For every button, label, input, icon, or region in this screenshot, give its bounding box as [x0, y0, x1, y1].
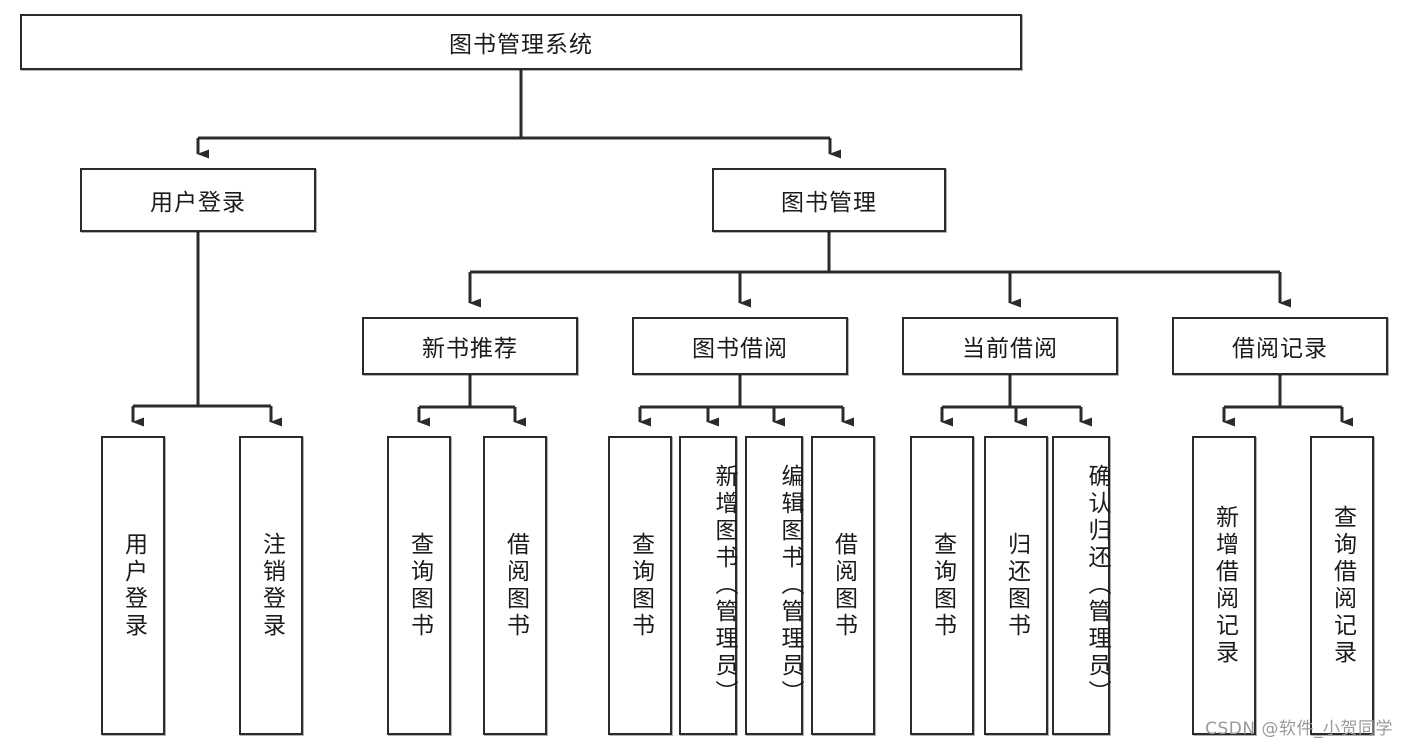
node-leaf-add-record-label: 新增借阅记录 — [1211, 504, 1238, 667]
node-leaf-query-record-label: 查询借阅记录 — [1329, 504, 1356, 667]
node-current-borrow[interactable]: 当前借阅 — [902, 317, 1118, 375]
node-borrow-record[interactable]: 借阅记录 — [1172, 317, 1388, 375]
node-leaf-edit-book-label: 编辑图书（管理员） — [777, 464, 803, 707]
node-book-borrow-label: 图书借阅 — [692, 336, 788, 362]
node-leaf-query-book-2[interactable]: 查询图书 — [608, 436, 672, 735]
node-book-management[interactable]: 图书管理 — [712, 168, 946, 232]
edge-group-new-book-recommend — [417, 375, 526, 427]
node-user-login-label: 用户登录 — [150, 190, 246, 216]
node-user-login[interactable]: 用户登录 — [80, 168, 316, 232]
node-leaf-query-book-3-label: 查询图书 — [929, 531, 956, 640]
edge-group-book-management — [468, 232, 1291, 308]
node-current-borrow-label: 当前借阅 — [962, 336, 1058, 362]
node-leaf-user-login-label: 用户登录 — [120, 531, 147, 640]
node-new-book-recommend[interactable]: 新书推荐 — [362, 317, 578, 375]
edge-group-root — [196, 70, 841, 159]
node-leaf-query-record[interactable]: 查询借阅记录 — [1310, 436, 1374, 735]
node-leaf-add-record[interactable]: 新增借阅记录 — [1192, 436, 1256, 735]
node-borrow-record-label: 借阅记录 — [1232, 336, 1328, 362]
node-leaf-confirm-return-label: 确认归还（管理员） — [1084, 464, 1110, 707]
node-leaf-borrow-book-2-label: 借阅图书 — [830, 531, 857, 640]
node-leaf-borrow-book-1[interactable]: 借阅图书 — [483, 436, 547, 735]
node-leaf-user-login[interactable]: 用户登录 — [101, 436, 165, 735]
node-leaf-edit-book[interactable]: 编辑图书（管理员） — [745, 436, 803, 735]
node-root-system-label: 图书管理系统 — [449, 32, 593, 58]
node-leaf-query-book-3[interactable]: 查询图书 — [910, 436, 974, 735]
edge-group-user-login — [131, 232, 282, 427]
node-leaf-add-book[interactable]: 新增图书（管理员） — [679, 436, 737, 735]
node-root-system[interactable]: 图书管理系统 — [20, 14, 1022, 70]
node-book-borrow[interactable]: 图书借阅 — [632, 317, 848, 375]
csdn-watermark: CSDN @软件_小贺同学 — [1205, 719, 1393, 739]
node-leaf-add-book-label: 新增图书（管理员） — [711, 464, 737, 707]
edge-group-book-borrow — [638, 375, 854, 427]
node-leaf-confirm-return[interactable]: 确认归还（管理员） — [1052, 436, 1110, 735]
node-leaf-logout-label: 注销登录 — [258, 531, 285, 640]
node-book-management-label: 图书管理 — [781, 190, 877, 216]
node-leaf-query-book-1[interactable]: 查询图书 — [387, 436, 451, 735]
node-leaf-borrow-book-2[interactable]: 借阅图书 — [811, 436, 875, 735]
edge-group-borrow-record — [1222, 375, 1353, 427]
node-leaf-return-book-label: 归还图书 — [1003, 531, 1030, 640]
node-leaf-logout[interactable]: 注销登录 — [239, 436, 303, 735]
node-leaf-borrow-book-1-label: 借阅图书 — [502, 531, 529, 640]
node-leaf-query-book-2-label: 查询图书 — [627, 531, 654, 640]
edge-group-current-borrow — [940, 375, 1092, 427]
node-new-book-recommend-label: 新书推荐 — [422, 336, 518, 362]
node-leaf-query-book-1-label: 查询图书 — [406, 531, 433, 640]
node-leaf-return-book[interactable]: 归还图书 — [984, 436, 1048, 735]
